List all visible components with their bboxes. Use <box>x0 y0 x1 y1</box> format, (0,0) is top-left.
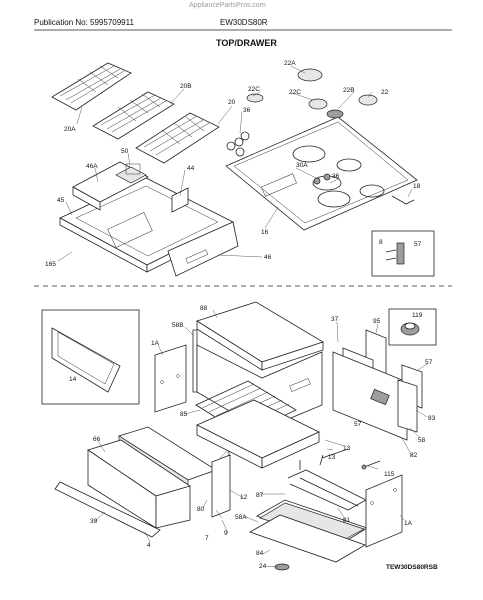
heating-element-81 <box>287 454 367 511</box>
leader-lines <box>57 65 428 568</box>
wire-115-13 <box>321 448 381 470</box>
callout-22c-a: 22C <box>248 86 260 93</box>
callout-1: 1 <box>227 451 231 458</box>
callout-30a: 30A <box>296 162 308 169</box>
callout-85: 85 <box>180 411 188 418</box>
callout-66: 66 <box>93 436 101 443</box>
callout-36-b: 36 <box>332 173 340 180</box>
burner-caps-22 <box>246 68 378 119</box>
callout-39: 39 <box>90 518 98 525</box>
back-panel-95 <box>332 329 423 441</box>
callout-1a-left: 1A <box>151 340 160 347</box>
grate-20b <box>92 91 175 140</box>
callout-20b: 20B <box>180 83 192 90</box>
section-title: TOP/DRAWER <box>216 38 277 48</box>
callout-45: 45 <box>57 197 65 204</box>
callout-57-top: 57 <box>414 241 422 248</box>
watermark: AppliancePartsPros.com <box>189 2 266 9</box>
lower-tray-45 <box>59 177 239 277</box>
publication-number: Publication No: 5995709911 <box>34 18 134 27</box>
callout-46: 46 <box>264 254 272 261</box>
callout-119: 119 <box>412 312 423 319</box>
callout-24: 24 <box>259 563 267 570</box>
callout-12: 12 <box>240 494 248 501</box>
callout-44: 44 <box>187 165 195 172</box>
callout-22b: 22B <box>343 87 355 94</box>
drawer-pan <box>196 399 320 469</box>
side-panel-1a-right <box>365 474 403 548</box>
callout-labels: 20A 20B 20 22A 22C 22C 22B 22 36 36 30A … <box>45 60 436 570</box>
drawer-top-88 <box>196 301 324 371</box>
callout-36-a: 36 <box>243 107 251 114</box>
handle-39 <box>54 481 161 538</box>
callout-57-a: 57 <box>425 359 433 366</box>
callout-22: 22 <box>381 89 389 96</box>
callout-115: 115 <box>384 471 395 478</box>
callout-8: 8 <box>379 239 383 246</box>
callout-4: 4 <box>147 542 151 549</box>
callout-20a: 20A <box>64 126 76 133</box>
callout-83: 83 <box>428 415 436 422</box>
callout-22c-b: 22C <box>289 89 301 96</box>
callout-13-b: 13 <box>328 454 336 461</box>
callout-57-b: 57 <box>354 421 362 428</box>
knobs-36 <box>226 131 331 185</box>
callout-16: 16 <box>261 229 269 236</box>
cooktop-16 <box>225 116 418 231</box>
door-frame-66 <box>87 426 231 529</box>
callout-58a: 58A <box>235 514 247 521</box>
callout-58: 58 <box>418 437 426 444</box>
callout-82: 82 <box>410 452 418 459</box>
grate-20 <box>135 112 220 164</box>
callout-50: 50 <box>121 148 129 155</box>
door-window-14 <box>41 309 140 405</box>
burner-box-46a <box>72 161 149 211</box>
callout-20: 20 <box>228 99 236 106</box>
callout-88: 88 <box>200 305 208 312</box>
callout-22a: 22A <box>284 60 296 67</box>
callout-84: 84 <box>256 550 264 557</box>
inset-box-8-57 <box>371 230 435 277</box>
callout-13-a: 13 <box>343 445 351 452</box>
model-number: EW30DS80R <box>220 18 268 27</box>
callout-81: 81 <box>343 517 351 524</box>
callout-95: 95 <box>373 318 381 325</box>
callout-80: 80 <box>197 506 205 513</box>
bracket-44 <box>171 187 189 213</box>
callout-46a: 46A <box>86 163 98 170</box>
callout-58b: 58B <box>172 322 184 329</box>
callout-1a-right: 1A <box>404 520 413 527</box>
callout-37: 37 <box>331 316 339 323</box>
callout-14: 14 <box>69 376 77 383</box>
footer-code: TEW30DS80RSB <box>386 564 438 571</box>
callout-165: 165 <box>45 261 56 268</box>
callout-9: 9 <box>224 530 228 537</box>
grate-20a <box>51 62 132 111</box>
callout-87: 87 <box>256 492 264 499</box>
inset-box-119 <box>388 308 437 346</box>
bottom-pan-84 <box>249 499 368 571</box>
callout-7: 7 <box>205 535 209 542</box>
callout-18: 18 <box>413 183 421 190</box>
